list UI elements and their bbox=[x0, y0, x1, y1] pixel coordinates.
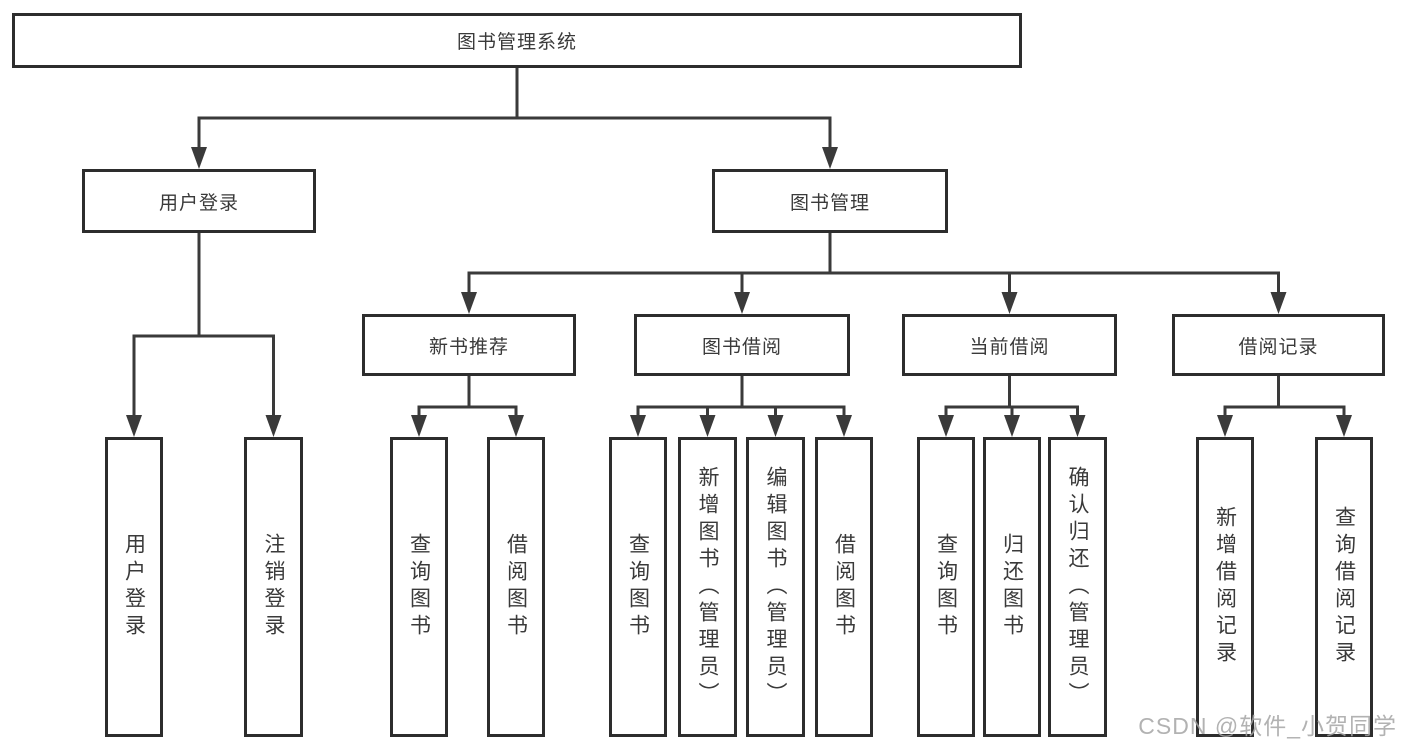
node-label: 借阅图书 bbox=[504, 533, 528, 641]
arrowhead-icon bbox=[1270, 292, 1287, 314]
node-root: 图书管理系统 bbox=[12, 13, 1022, 68]
node-leaf-logout: 注销登录 bbox=[244, 437, 303, 737]
arrowhead-icon bbox=[767, 415, 784, 437]
node-label: 归还图书 bbox=[1000, 533, 1024, 641]
node-label: 确认归还（管理员） bbox=[1066, 465, 1089, 709]
node-label: 查询图书 bbox=[626, 533, 650, 641]
arrowhead-icon bbox=[1069, 415, 1086, 437]
arrowhead-icon bbox=[191, 147, 207, 169]
arrowhead-icon bbox=[699, 415, 716, 437]
node-label: 图书管理系统 bbox=[456, 32, 577, 53]
arrowhead-icon bbox=[508, 415, 524, 437]
arrowhead-icon bbox=[836, 415, 852, 437]
node-leaf-br-query: 查询借阅记录 bbox=[1315, 437, 1373, 737]
node-borrow-record: 借阅记录 bbox=[1172, 314, 1385, 376]
arrowhead-icon bbox=[630, 415, 646, 437]
node-label: 编辑图书（管理员） bbox=[764, 465, 787, 709]
node-leaf-cb-confirm: 确认归还（管理员） bbox=[1048, 437, 1107, 737]
node-current-borrow: 当前借阅 bbox=[902, 314, 1117, 376]
arrowhead-icon bbox=[1004, 415, 1020, 437]
node-leaf-bb-query: 查询图书 bbox=[609, 437, 667, 737]
node-book-mgmt: 图书管理 bbox=[712, 169, 948, 233]
arrowhead-icon bbox=[1336, 415, 1352, 437]
csdn-watermark: CSDN @软件_小贺同学 bbox=[1138, 713, 1397, 739]
node-label: 图书管理 bbox=[789, 192, 870, 214]
node-label: 借阅图书 bbox=[832, 533, 856, 641]
node-leaf-bb-borrow: 借阅图书 bbox=[815, 437, 873, 737]
arrowhead-icon bbox=[1001, 292, 1018, 314]
node-leaf-br-add: 新增借阅记录 bbox=[1196, 437, 1254, 737]
node-label: 查询图书 bbox=[934, 533, 958, 641]
node-label: 新书推荐 bbox=[428, 336, 509, 358]
node-leaf-cb-return: 归还图书 bbox=[983, 437, 1041, 737]
arrowhead-icon bbox=[734, 292, 750, 314]
node-label: 借阅记录 bbox=[1238, 336, 1319, 358]
node-leaf-bb-add: 新增图书（管理员） bbox=[678, 437, 737, 737]
arrowhead-icon bbox=[126, 415, 142, 437]
arrowhead-icon bbox=[461, 292, 477, 314]
node-leaf-nb-query: 查询图书 bbox=[390, 437, 448, 737]
node-label: 图书借阅 bbox=[701, 336, 782, 358]
arrowhead-icon bbox=[822, 147, 838, 169]
node-label: 注销登录 bbox=[262, 533, 285, 641]
node-label: 新增借阅记录 bbox=[1213, 506, 1237, 668]
node-label: 新增图书（管理员） bbox=[696, 465, 719, 709]
node-new-book-rec: 新书推荐 bbox=[362, 314, 576, 376]
arrowhead-icon bbox=[938, 415, 954, 437]
node-leaf-cb-query: 查询图书 bbox=[917, 437, 975, 737]
node-book-borrow: 图书借阅 bbox=[634, 314, 850, 376]
arrowhead-icon bbox=[411, 415, 427, 437]
node-leaf-user-login: 用户登录 bbox=[105, 437, 163, 737]
node-label: 查询借阅记录 bbox=[1332, 506, 1356, 668]
node-label: 当前借阅 bbox=[969, 336, 1050, 358]
arrowhead-icon bbox=[265, 415, 282, 437]
node-leaf-nb-borrow: 借阅图书 bbox=[487, 437, 545, 737]
node-user-login: 用户登录 bbox=[82, 169, 316, 233]
arrowhead-icon bbox=[1217, 415, 1233, 437]
node-label: 查询图书 bbox=[407, 533, 431, 641]
node-label: 用户登录 bbox=[122, 533, 146, 641]
node-leaf-bb-edit: 编辑图书（管理员） bbox=[746, 437, 805, 737]
node-label: 用户登录 bbox=[158, 192, 239, 214]
